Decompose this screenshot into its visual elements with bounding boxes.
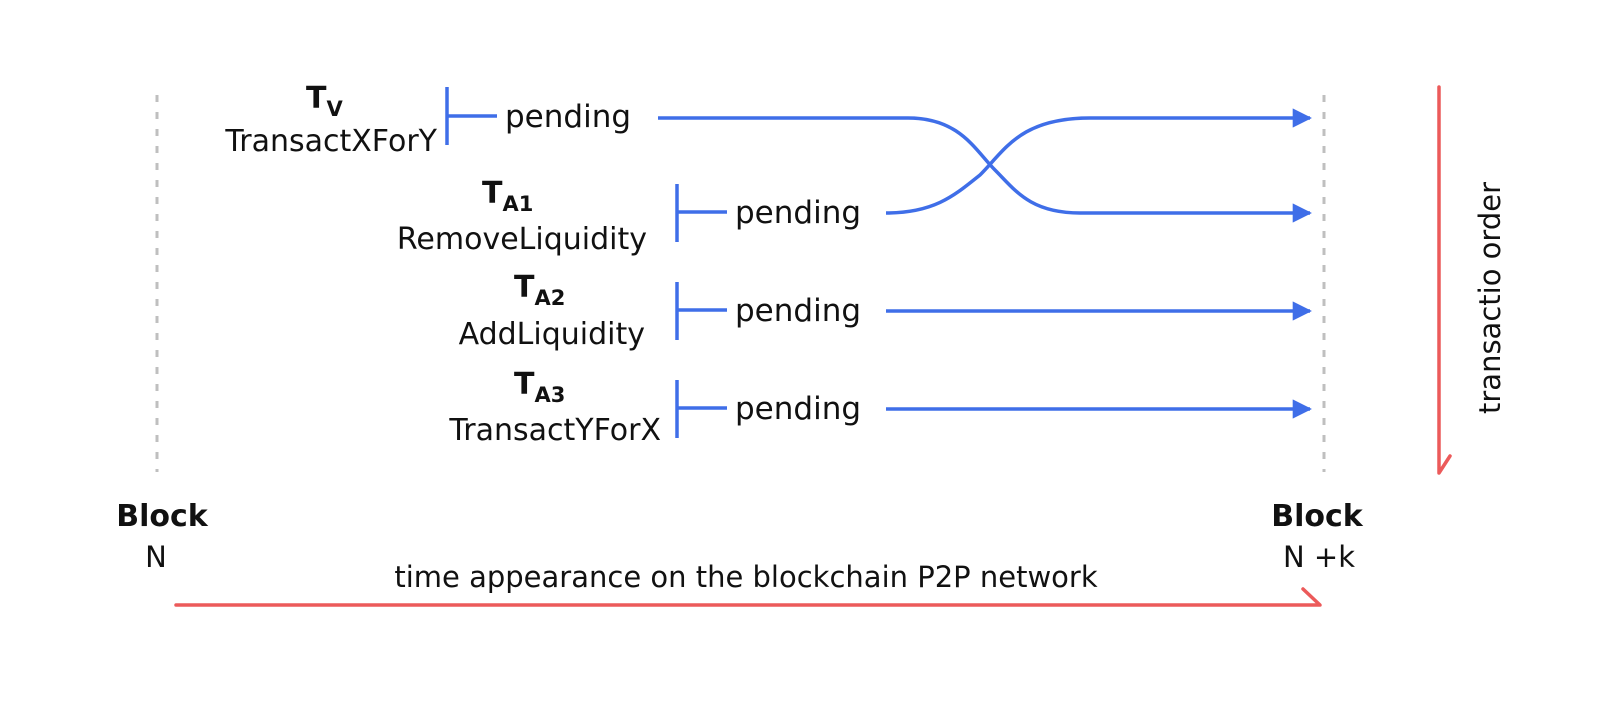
- time-axis-label: time appearance on the blockchain P2P ne…: [394, 560, 1097, 594]
- block-start-number: N: [145, 540, 167, 574]
- transaction-ta1-name: RemoveLiquidity: [397, 222, 647, 257]
- transaction-tv-id: TV: [306, 81, 343, 121]
- block-end-title: Block: [1271, 499, 1364, 534]
- block-start-title: Block: [116, 499, 209, 534]
- transaction-ta2-name: AddLiquidity: [459, 317, 645, 352]
- transaction-ta3-id: TA3: [514, 367, 565, 407]
- transaction-tv-name: TransactXForY: [224, 124, 437, 159]
- transaction-ta3-status: pending: [735, 391, 861, 427]
- transaction-ta2: TA2 AddLiquidity pending: [459, 270, 1312, 352]
- transaction-ta2-id: TA2: [514, 270, 565, 310]
- transaction-ta1-id: TA1: [482, 176, 533, 216]
- transaction-ta3-name: TransactYForX: [448, 413, 661, 448]
- time-axis-arrow: [174, 587, 1322, 607]
- transaction-tv: TV TransactXForY pending: [224, 81, 1312, 223]
- block-end-number: N +k: [1283, 540, 1355, 574]
- transaction-ta1-status: pending: [735, 195, 861, 231]
- transaction-ta1: TA1 RemoveLiquidity pending: [397, 108, 1312, 257]
- transaction-ta1-flow-arrow: [885, 108, 1312, 215]
- order-axis-label: transactio order: [1473, 182, 1507, 414]
- transaction-tv-flow-arrow: [658, 116, 1312, 223]
- transaction-ta3: TA3 TransactYForX pending: [448, 367, 1312, 448]
- transaction-ta2-status: pending: [735, 293, 861, 329]
- order-axis-arrow: [1437, 85, 1452, 475]
- transaction-tv-status: pending: [505, 99, 631, 135]
